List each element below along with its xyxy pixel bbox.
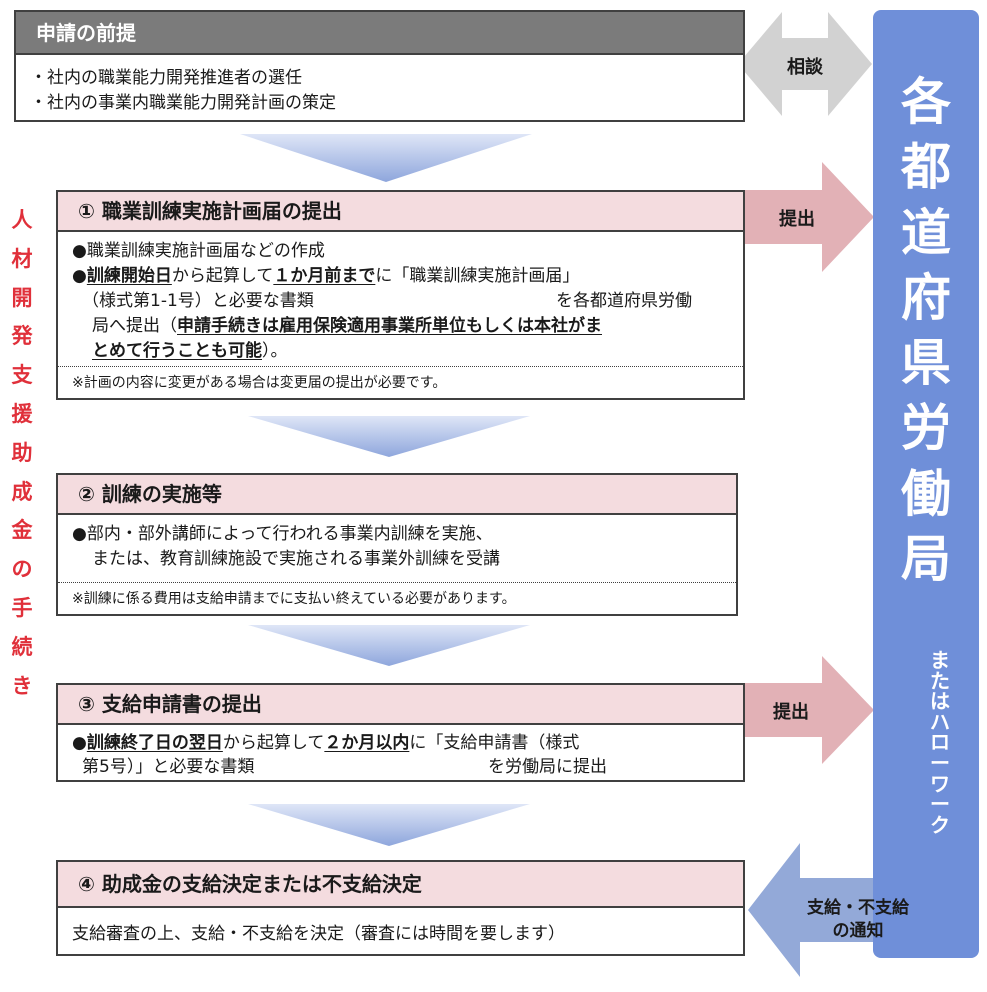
step1-line-4: 局へ提出（申請手続きは雇用保険適用事業所単位もしくは本社がま: [92, 316, 602, 336]
hello-work-char: ロ: [930, 730, 950, 755]
hello-work-char: ク: [930, 812, 950, 837]
procedure-label-char: 金: [11, 518, 33, 543]
step0-box: 申請の前提 ・社内の職業能力開発推進者の選任 ・社内の事業内職業能力開発計画の策…: [14, 10, 745, 122]
step2-line-2: または、教育訓練施設で実施される事業外訓練を受講: [92, 549, 500, 569]
hello-work-char: ハ: [930, 709, 950, 734]
labor-bureau-char: 労: [901, 399, 951, 458]
labor-bureau-char: 局: [901, 530, 951, 589]
hello-work-char: ま: [930, 648, 950, 672]
step1-line-1: ●職業訓練実施計画届などの作成: [72, 241, 325, 261]
labor-bureau-char: 都: [901, 138, 951, 197]
hello-work-char: ー: [930, 750, 950, 775]
step3-box: ③ 支給申請書の提出 ●訓練終了日の翌日から起算して２か月以内に「支給申請書（様…: [56, 683, 745, 782]
submit-arrow-1: [744, 162, 874, 272]
labor-bureau-char: 働: [901, 464, 951, 523]
submit-arrow-2: [744, 656, 874, 764]
step1-line-3b: を各都道府県労働: [556, 291, 692, 311]
step3-title: ③ 支給申請書の提出: [58, 685, 743, 725]
hello-work-subtitle: またはハローワーク: [927, 650, 953, 835]
step0-item-1: ・社内の職業能力開発推進者の選任: [30, 68, 302, 88]
procedure-label-char: 発: [11, 324, 33, 349]
notify-label-2: の通知: [832, 921, 884, 941]
submit-label-2: 提出: [773, 702, 809, 723]
consult-label: 相談: [787, 57, 823, 78]
step2-separator: [58, 582, 736, 583]
labor-bureau-panel: 各都道府県労働局 またはハローワーク: [873, 10, 979, 958]
step3-line-2a: 第5号）」と必要な書類: [82, 757, 255, 777]
procedure-label-char: 助: [11, 440, 33, 465]
procedure-vertical-label: 人材開発支援助成金の手続き: [10, 201, 34, 705]
hello-work-char: た: [930, 668, 950, 693]
submit-label-1: 提出: [779, 209, 815, 230]
procedure-label-char: 支: [11, 363, 33, 388]
step0-item-2: ・社内の事業内職業能力開発計画の策定: [30, 93, 336, 113]
one-month-before: １か月前まで: [273, 266, 376, 286]
step2-line-1: ●部内・部外講師によって行われる事業内訓練を実施、: [72, 524, 493, 544]
procedure-label-char: 続: [11, 634, 33, 659]
step4-box: ④ 助成金の支給決定または不支給決定 支給審査の上、支給・不支給を決定（審査には…: [56, 860, 745, 956]
step4-title: ④ 助成金の支給決定または不支給決定: [58, 862, 743, 908]
labor-bureau-char: 府: [901, 268, 951, 327]
step2-note: ※訓練に係る費用は支給申請までに支払い終えている必要があります。: [72, 591, 516, 607]
step1-line-2: ●訓練開始日から起算して１か月前までに「職業訓練実施計画届」: [72, 266, 580, 286]
labor-bureau-char: 道: [901, 203, 951, 262]
notify-arrow: [748, 843, 930, 977]
step3-line-1: ●訓練終了日の翌日から起算して２か月以内に「支給申請書（様式: [72, 733, 580, 753]
procedure-label-char: 開: [11, 285, 33, 310]
step2-title: ② 訓練の実施等: [58, 475, 736, 515]
consult-arrow: [738, 12, 872, 116]
hello-work-char: ー: [930, 792, 950, 817]
labor-bureau-char: 県: [901, 334, 951, 393]
training-start-date: 訓練開始日: [86, 266, 172, 286]
procedure-label-char: 成: [11, 479, 33, 504]
step1-note: ※計画の内容に変更がある場合は変更届の提出が必要です。: [72, 375, 447, 391]
within-two-months: ２か月以内: [324, 733, 410, 753]
step4-line-1: 支給審査の上、支給・不支給を決定（審査には時間を要します）: [72, 924, 565, 944]
down-arrow-2: [248, 416, 530, 457]
step1-line-3a: （様式第1-1号）と必要な書類: [82, 291, 314, 311]
training-end-next-day: 訓練終了日の翌日: [86, 733, 223, 753]
step1-box: ① 職業訓練実施計画届の提出 ●職業訓練実施計画届などの作成 ●訓練開始日から起…: [56, 190, 745, 400]
procedure-label-char: 手: [11, 595, 33, 620]
step1-separator: [58, 366, 743, 367]
step1-line-5: とめて行うことも可能）。: [92, 341, 288, 361]
down-arrow-1: [240, 134, 532, 182]
step3-line-2b: を労働局に提出: [488, 757, 607, 777]
procedure-label-char: 材: [11, 246, 33, 271]
procedure-label-char: 援: [11, 401, 33, 426]
procedure-label-char: の: [11, 557, 33, 582]
notify-label-1: 支給・不支給: [807, 898, 909, 918]
labor-bureau-char: 各: [901, 73, 951, 131]
step1-title: ① 職業訓練実施計画届の提出: [58, 192, 743, 232]
down-arrow-3: [248, 625, 530, 666]
procedure-label-char: き: [11, 673, 33, 698]
step2-box: ② 訓練の実施等 ●部内・部外講師によって行われる事業内訓練を実施、 または、教…: [56, 473, 738, 616]
step0-title: 申請の前提: [16, 12, 743, 55]
hello-work-char: は: [930, 689, 950, 714]
down-arrow-4: [248, 804, 530, 846]
labor-bureau-title: 各都道府県労働局: [873, 70, 979, 592]
hello-work-char: ワ: [930, 771, 950, 796]
procedure-label-char: 人: [11, 208, 33, 232]
